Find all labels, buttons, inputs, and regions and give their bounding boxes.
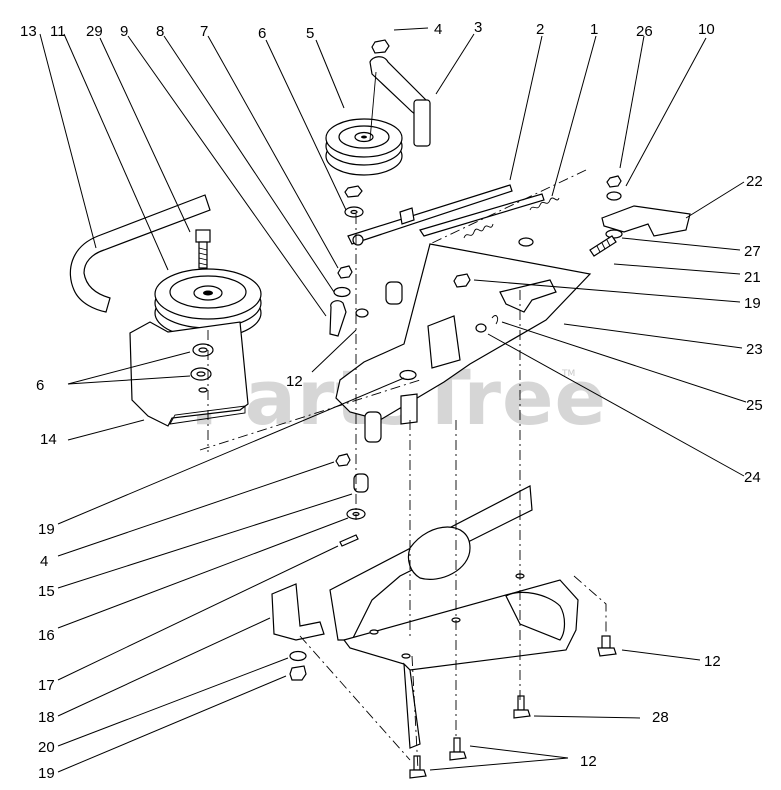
callout-17: 17 bbox=[38, 677, 55, 694]
callout-6: 6 bbox=[258, 25, 266, 42]
drive-pulley-part bbox=[154, 268, 262, 339]
callout-29: 29 bbox=[86, 23, 103, 40]
callout-12-pin: 12 bbox=[286, 373, 303, 390]
mounting-plate-part bbox=[335, 237, 592, 421]
callout-7: 7 bbox=[200, 23, 208, 40]
callout-16: 16 bbox=[38, 627, 55, 644]
callout-13: 13 bbox=[20, 23, 37, 40]
callout-6-washers: 6 bbox=[36, 377, 44, 394]
callout-3: 3 bbox=[474, 19, 482, 36]
callout-19-nut: 19 bbox=[38, 521, 55, 538]
callout-14: 14 bbox=[40, 431, 57, 448]
callout-22: 22 bbox=[746, 173, 763, 190]
idler-bolt-part bbox=[195, 229, 211, 269]
callout-5: 5 bbox=[306, 25, 314, 42]
spacer-nut-stack-part bbox=[329, 185, 369, 337]
callout-24: 24 bbox=[744, 469, 761, 486]
callout-19: 19 bbox=[744, 295, 761, 312]
callout-12-bottom: 12 bbox=[580, 753, 597, 770]
callout-26: 26 bbox=[636, 23, 653, 40]
belt-part bbox=[69, 194, 211, 313]
alignment-centerlines bbox=[199, 169, 607, 771]
callout-4: 4 bbox=[434, 21, 442, 38]
callout-1: 1 bbox=[590, 21, 598, 38]
clip-and-washer-part bbox=[475, 315, 499, 333]
callout-12-bolt: 12 bbox=[704, 653, 721, 670]
callout-2: 2 bbox=[536, 21, 544, 38]
idler-arm-part bbox=[369, 56, 431, 147]
center-bushings-part bbox=[364, 281, 418, 443]
callout-9: 9 bbox=[120, 23, 128, 40]
watermark-trademark: TM bbox=[561, 369, 575, 379]
lower-bracket-part bbox=[271, 583, 325, 681]
lower-bushing-stack-part bbox=[335, 453, 369, 547]
callout-15: 15 bbox=[38, 583, 55, 600]
callout-20: 20 bbox=[38, 739, 55, 756]
pulley-shield-part bbox=[129, 321, 249, 427]
callout-10: 10 bbox=[698, 21, 715, 38]
idler-pulley-part bbox=[325, 118, 403, 176]
callout-23: 23 bbox=[746, 341, 763, 358]
callout-21: 21 bbox=[744, 269, 761, 286]
tension-rod-spring-part bbox=[347, 184, 560, 246]
deck-housing-part bbox=[329, 485, 579, 749]
callout-18: 18 bbox=[38, 709, 55, 726]
callout-28: 28 bbox=[652, 709, 669, 726]
callout-8: 8 bbox=[156, 23, 164, 40]
callout-4-nut: 4 bbox=[40, 553, 48, 570]
leader-lines bbox=[39, 27, 747, 773]
top-nut-part bbox=[371, 39, 390, 54]
callout-19-bottom: 19 bbox=[38, 765, 55, 782]
spring-bracket-part bbox=[589, 175, 691, 257]
callout-labels: 13 11 29 9 8 7 6 5 4 3 2 1 26 10 22 27 2… bbox=[20, 19, 763, 782]
callout-11: 11 bbox=[50, 23, 66, 40]
callout-27: 27 bbox=[744, 243, 761, 260]
callout-25: 25 bbox=[746, 397, 763, 414]
